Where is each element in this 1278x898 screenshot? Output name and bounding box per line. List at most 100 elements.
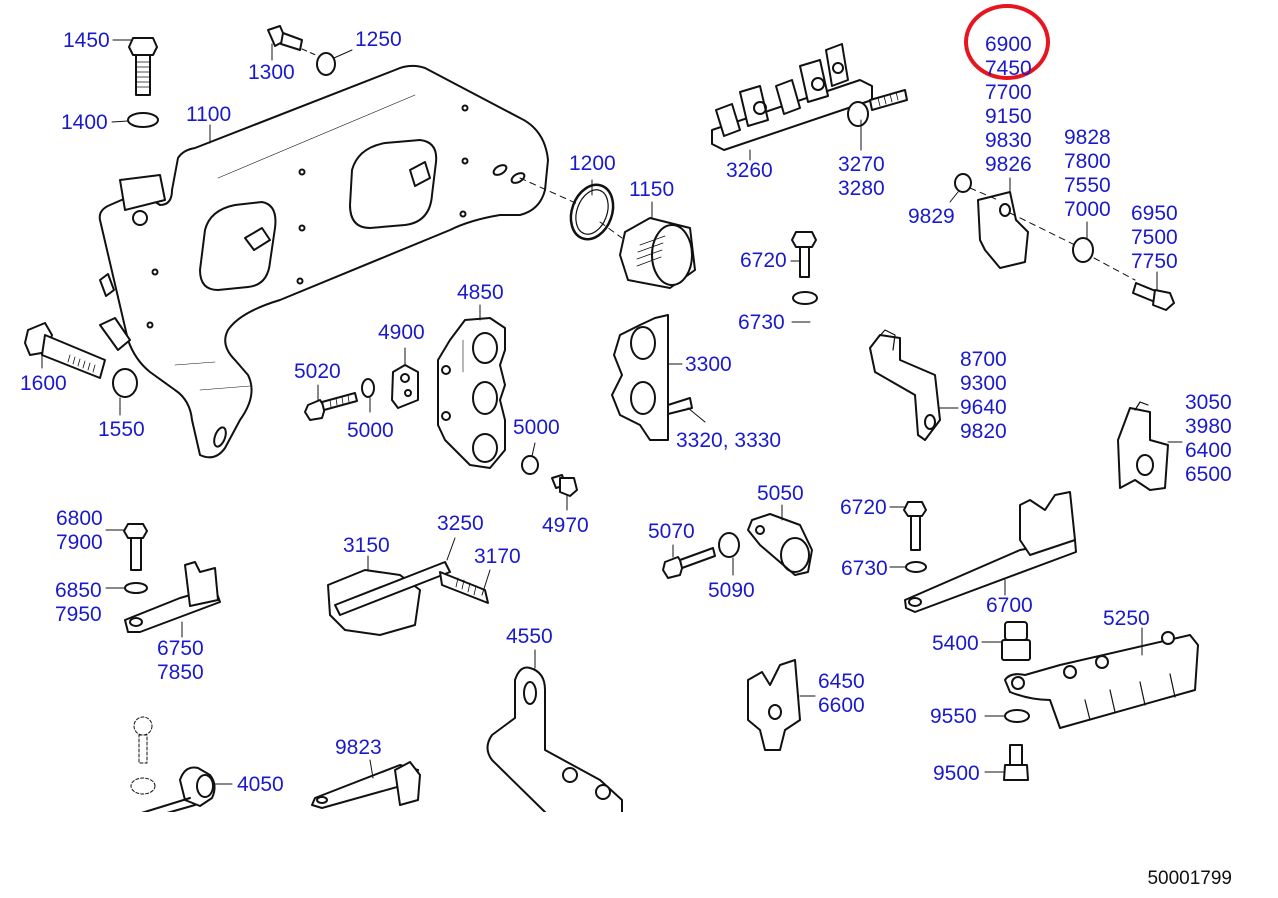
- callout-7850[interactable]: 7850: [157, 661, 204, 684]
- bracket-4550[interactable]: [486, 649, 623, 816]
- callout-1400[interactable]: 1400: [61, 111, 108, 134]
- bolt-5020[interactable]: [304, 384, 358, 421]
- callout-3320-3330[interactable]: 3320, 3330: [676, 429, 782, 452]
- callout-7700[interactable]: 7700: [985, 81, 1032, 104]
- plate-5050[interactable]: [747, 504, 813, 576]
- callout-7500[interactable]: 7500: [1131, 226, 1178, 249]
- clip-strip-3260[interactable]: [711, 43, 873, 161]
- callout-6400[interactable]: 6400: [1185, 439, 1232, 462]
- callout-3170[interactable]: 3170: [474, 545, 521, 568]
- screw-9500[interactable]: [984, 744, 1029, 781]
- washer-6730-lower[interactable]: [905, 561, 927, 573]
- callout-9826[interactable]: 9826: [985, 153, 1032, 176]
- callout-6750[interactable]: 6750: [157, 637, 204, 660]
- callout-7750[interactable]: 7750: [1131, 250, 1178, 273]
- nut-9829[interactable]: [954, 173, 972, 193]
- washer-7000[interactable]: [1072, 237, 1094, 263]
- callout-5000-left[interactable]: 5000: [347, 419, 394, 442]
- callout-3150[interactable]: 3150: [343, 534, 390, 557]
- callout-9820[interactable]: 9820: [960, 420, 1007, 443]
- bracket-8700[interactable]: [869, 329, 959, 441]
- callout-6500[interactable]: 6500: [1185, 463, 1232, 486]
- callout-7900[interactable]: 7900: [56, 531, 103, 554]
- screw-1300[interactable]: [267, 25, 319, 61]
- washer-1550[interactable]: [112, 368, 138, 398]
- callout-1300[interactable]: 1300: [248, 61, 295, 84]
- bracket-plate-1100[interactable]: [98, 64, 549, 459]
- callout-5400[interactable]: 5400: [932, 632, 979, 655]
- bolt-6720-lower[interactable]: [889, 501, 927, 551]
- clip-6450[interactable]: [747, 659, 816, 751]
- callout-4970[interactable]: 4970: [542, 514, 589, 537]
- callout-3250[interactable]: 3250: [437, 512, 484, 535]
- callout-3050[interactable]: 3050: [1185, 391, 1232, 414]
- callout-9830[interactable]: 9830: [985, 129, 1032, 152]
- washer-1250[interactable]: [316, 52, 336, 76]
- plate-3300[interactable]: [611, 314, 706, 441]
- clip-3050[interactable]: [1117, 401, 1183, 491]
- callout-9828[interactable]: 9828: [1064, 126, 1111, 149]
- washer-6730-upper[interactable]: [792, 291, 818, 305]
- callout-3260[interactable]: 3260: [726, 159, 773, 182]
- bolt-5070[interactable]: [662, 544, 716, 579]
- callout-6700[interactable]: 6700: [986, 594, 1033, 617]
- bolt-6950[interactable]: [1132, 271, 1175, 311]
- bracket-6700[interactable]: [904, 491, 1077, 613]
- callout-5250[interactable]: 5250: [1103, 607, 1150, 630]
- washer-1400[interactable]: [127, 112, 159, 128]
- bolt-6800[interactable]: [105, 523, 148, 571]
- plate-4850[interactable]: [437, 304, 506, 469]
- callout-6730-lower[interactable]: 6730: [841, 557, 888, 580]
- callout-8700[interactable]: 8700: [960, 348, 1007, 371]
- callout-6450[interactable]: 6450: [818, 670, 865, 693]
- bracket-6750[interactable]: [124, 561, 221, 638]
- callout-5020[interactable]: 5020: [294, 360, 341, 383]
- callout-4850[interactable]: 4850: [457, 281, 504, 304]
- callout-6720-lower[interactable]: 6720: [840, 496, 887, 519]
- callout-9829[interactable]: 9829: [908, 205, 955, 228]
- callout-1100[interactable]: 1100: [186, 103, 232, 126]
- bolt-3270[interactable]: [847, 89, 908, 151]
- bracket-9826[interactable]: [977, 177, 1029, 269]
- bolt-6720-upper[interactable]: [790, 231, 817, 278]
- callout-4900[interactable]: 4900: [378, 321, 425, 344]
- callout-3980[interactable]: 3980: [1185, 415, 1232, 438]
- callout-9640[interactable]: 9640: [960, 396, 1007, 419]
- callout-7950[interactable]: 7950: [55, 603, 102, 626]
- o-ring-1200[interactable]: [564, 179, 621, 245]
- callout-7000[interactable]: 7000: [1064, 198, 1111, 221]
- screw-4970[interactable]: [551, 474, 578, 511]
- callout-6720-upper[interactable]: 6720: [740, 249, 787, 272]
- callout-7800[interactable]: 7800: [1064, 150, 1111, 173]
- callout-9550[interactable]: 9550: [930, 705, 977, 728]
- callout-5070[interactable]: 5070: [648, 520, 695, 543]
- bolt-1450[interactable]: [128, 37, 158, 96]
- stud-3170[interactable]: [439, 569, 491, 604]
- callout-4050[interactable]: 4050: [237, 773, 284, 796]
- washer-9550[interactable]: [1004, 709, 1030, 723]
- callout-6800[interactable]: 6800: [56, 507, 103, 530]
- bushing-4050[interactable]: [134, 766, 233, 816]
- bracket-4900[interactable]: [391, 347, 419, 409]
- callout-1600[interactable]: 1600: [20, 372, 67, 395]
- plug-1150[interactable]: [619, 217, 696, 289]
- callout-6900[interactable]: 6900: [985, 33, 1032, 56]
- callout-1250[interactable]: 1250: [355, 28, 402, 51]
- callout-1200[interactable]: 1200: [569, 152, 616, 175]
- callout-6950[interactable]: 6950: [1131, 202, 1178, 225]
- callout-6600[interactable]: 6600: [818, 694, 865, 717]
- callout-1550[interactable]: 1550: [98, 418, 145, 441]
- washer-5090[interactable]: [718, 532, 740, 558]
- clip-strip-5250[interactable]: [1004, 627, 1199, 729]
- clip-assembly-3150[interactable]: [327, 555, 451, 636]
- callout-5050[interactable]: 5050: [757, 482, 804, 505]
- bracket-9823[interactable]: [311, 759, 421, 809]
- callout-5000-right[interactable]: 5000: [513, 416, 560, 439]
- callout-1450[interactable]: 1450: [63, 29, 110, 52]
- callout-3280[interactable]: 3280: [838, 177, 885, 200]
- fitting-5400[interactable]: [981, 621, 1031, 661]
- callout-3270[interactable]: 3270: [838, 153, 885, 176]
- callout-4550[interactable]: 4550: [506, 625, 553, 648]
- callout-1150[interactable]: 1150: [629, 178, 675, 201]
- callout-9150[interactable]: 9150: [985, 105, 1032, 128]
